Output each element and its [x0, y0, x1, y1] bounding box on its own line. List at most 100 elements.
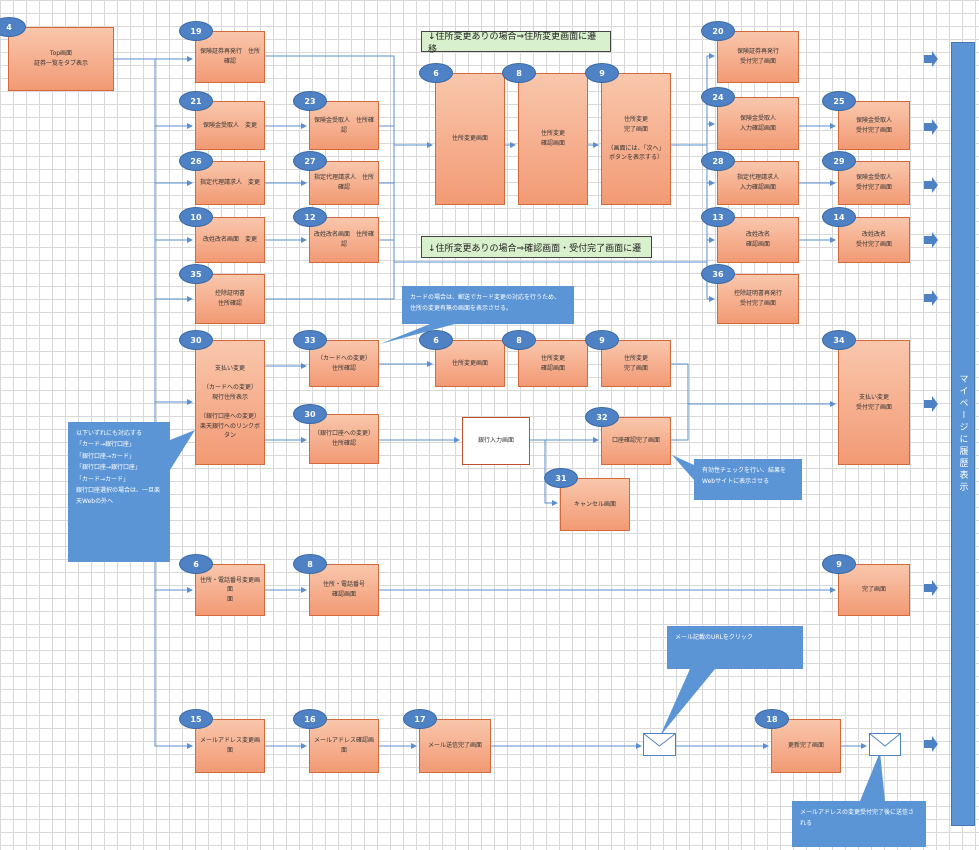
screen-box: 住所変更 確認画面: [518, 73, 588, 205]
screen-number-badge: 17: [403, 709, 437, 729]
screen-box-label: （銀行口座への変更） 住所確認: [313, 430, 374, 447]
screen-number-badge: 8: [293, 554, 327, 574]
screen-box: 支払い変更 受付完了画面: [838, 340, 910, 465]
screen-box-label: 改姓改名 確認画面: [745, 231, 770, 248]
screen-number-badge: 16: [293, 709, 327, 729]
sidebar-label: マイページに履歴表示: [957, 374, 968, 494]
screen-number-badge: 23: [293, 91, 327, 111]
screen-box: 保険金受取人 受付完了画面: [838, 101, 910, 150]
screen-box-label: 改姓改名 受付完了画面: [855, 231, 892, 248]
screen-number-badge: 25: [822, 91, 856, 111]
screen-box: 控除証明書 住所確認: [195, 274, 265, 324]
screen-box: 住所変更 完了画面: [601, 340, 671, 387]
screen-box-label: 保険証券再発行 受付完了画面: [736, 48, 779, 65]
screen-box: （銀行口座への変更） 住所確認: [309, 414, 379, 464]
screen-box: 指定代理請求人 入力確認画面: [717, 161, 799, 205]
screen-number-badge: 18: [755, 709, 789, 729]
screen-box: 更新完了画面: [771, 719, 841, 773]
screen-box: 保険証券再発行 住所 確認: [195, 31, 265, 83]
screen-number-badge: 32: [585, 407, 619, 427]
screen-box-label: 保険金受取人 変更: [202, 121, 257, 129]
screen-box-label: 住所変更 確認画面: [540, 354, 565, 372]
screen-box-label: 住所変更画面: [451, 135, 488, 143]
screen-box-label: 指定代理請求人 入力確認画面: [736, 174, 779, 191]
screen-number-badge: 35: [179, 264, 213, 284]
screen-box-label: 指定代理請求人 住所 確認: [313, 174, 374, 191]
screen-box-label: 住所変更画面: [451, 359, 488, 367]
screen-box-label: 保険金受取人 入力確認画面: [739, 114, 776, 132]
screen-box-label: 保険証券再発行 住所 確認: [199, 48, 260, 65]
screen-box: キャンセル画面: [560, 478, 630, 531]
callout-note: 以下いずれにも対応する 「カード→銀行口座」 「銀行口座→カード」 「銀行口座→…: [68, 422, 170, 562]
callout-note: メール記載のURLをクリック: [667, 626, 803, 669]
screen-box-label: 住所変更 確認画面: [540, 130, 565, 147]
screen-box-label: 保険金受取人 受付完了画面: [855, 116, 892, 134]
screen-box: 支払い変更 （カードへの変更） 現行住所表示 （銀行口座への変更） 楽天銀行への…: [195, 340, 265, 465]
screen-box: メール送信完了画面: [419, 719, 491, 773]
screen-box: 保険金受取人 変更: [195, 101, 265, 150]
screen-box-label: 住所・電話番号 確認画面: [322, 581, 365, 598]
screen-number-badge: 6: [419, 330, 453, 350]
screen-box: 保険金受取人 住所確 認: [309, 101, 379, 150]
screen-number-badge: 6: [179, 554, 213, 574]
callout-note: メールアドレスの変更受付完了後に送信さ れる: [792, 801, 926, 847]
screen-box-label: Top画面 証券一覧をタブ表示: [33, 50, 88, 67]
screen-box: 改姓改名 受付完了画面: [838, 217, 910, 263]
screen-box: 住所変更 確認画面: [518, 340, 588, 387]
screen-number-badge: 12: [293, 207, 327, 227]
screen-number-badge: 8: [502, 330, 536, 350]
screen-box: （カードへの変更） 住所確認: [309, 340, 379, 387]
screen-number-badge: 27: [293, 151, 327, 171]
transition-banner: ↓住所変更ありの場合⇒確認画面・受付完了画面に遷: [421, 236, 652, 258]
screen-number-badge: 31: [544, 468, 578, 488]
screen-box: 保険証券再発行 受付完了画面: [717, 31, 799, 83]
screen-box: 銀行入力画面: [462, 417, 530, 465]
screen-box-label: 完了画面: [861, 586, 886, 594]
screen-number-badge: 21: [179, 91, 213, 111]
screen-number-badge: 9: [822, 554, 856, 574]
screen-box: 控除証明書再発行 受付完了画面: [717, 274, 799, 324]
screen-box: メールアドレス確認画 面: [309, 719, 379, 773]
screen-box-label: メール送信完了画面: [427, 742, 482, 750]
screen-number-badge: 8: [502, 63, 536, 83]
screen-number-badge: 20: [701, 21, 735, 41]
screen-number-badge: 34: [822, 330, 856, 350]
screen-box-label: （カードへの変更） 住所確認: [316, 354, 371, 372]
screen-number-badge: 30: [179, 330, 213, 350]
screen-number-badge: 19: [179, 21, 213, 41]
screen-box: 住所・電話番号変更画面 面: [195, 564, 265, 616]
callout-note: 有効性チェックを行い、結果を Webサイトに表示させる: [694, 459, 802, 500]
screen-box-label: 控除証明書 住所確認: [214, 290, 245, 307]
screen-box-label: メールアドレス変更画 面: [199, 737, 260, 754]
screen-box-label: 住所・電話番号変更画面 面: [199, 576, 260, 603]
screen-box-label: 改姓改名画面 住所確 認: [313, 231, 374, 248]
screen-box-label: 支払い変更 （カードへの変更） 現行住所表示 （銀行口座への変更） 楽天銀行への…: [199, 365, 260, 440]
screen-box: 改姓改名 確認画面: [717, 217, 799, 263]
screen-box-label: 銀行入力画面: [477, 437, 514, 445]
mypage-history-bar: マイページに履歴表示: [951, 42, 975, 826]
screen-number-badge: 24: [701, 87, 735, 107]
callout-note: カードの場合は、郵送でカード変更の対応を行うため、 住所の変更有無の画面を表示さ…: [402, 286, 574, 324]
screen-box: 完了画面: [838, 564, 910, 616]
screen-box: 保険金受取人 受付完了画面: [838, 161, 910, 205]
screen-number-badge: 30: [293, 404, 327, 424]
screen-box: 口座確認完了画面: [601, 417, 671, 465]
screen-box: 住所変更画面: [435, 73, 505, 205]
screen-number-badge: 14: [822, 207, 856, 227]
screen-box-label: 支払い変更 受付完了画面: [855, 393, 892, 411]
screen-number-badge: 13: [701, 207, 735, 227]
screen-box-label: 控除証明書再発行 受付完了画面: [733, 290, 782, 307]
screen-number-badge: 10: [179, 207, 213, 227]
screen-box-label: キャンセル画面: [573, 500, 616, 508]
screen-box: メールアドレス変更画 面: [195, 719, 265, 773]
screen-box-label: 保険金受取人 住所確 認: [313, 116, 374, 134]
screen-box-label: 改姓改名画面 変更: [202, 236, 257, 244]
screen-box: 住所変更画面: [435, 340, 505, 387]
screen-box-label: 住所変更 完了画面: [623, 354, 648, 372]
screen-box: Top画面 証券一覧をタブ表示: [8, 27, 114, 91]
transition-banner: ↓住所変更ありの場合⇒住所変更画面に遷移: [421, 31, 611, 55]
mail-envelope-icon: [869, 733, 901, 756]
screen-box: 保険金受取人 入力確認画面: [717, 97, 799, 150]
screen-number-badge: 36: [701, 264, 735, 284]
screen-number-badge: 4: [0, 17, 26, 37]
